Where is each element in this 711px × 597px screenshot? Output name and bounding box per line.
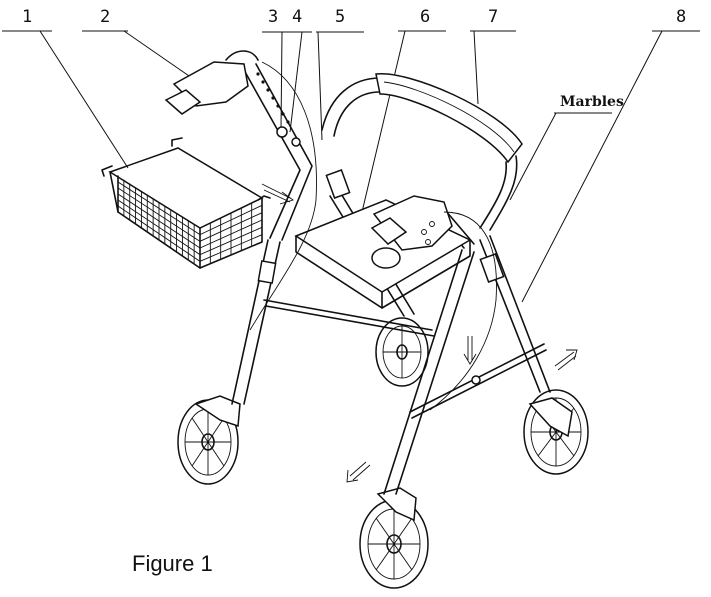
backrest (321, 73, 523, 231)
callout-marbles: Marbles (509, 94, 624, 201)
handle-right (370, 195, 453, 269)
handle-left (164, 50, 259, 115)
callout-5: 5 (316, 7, 364, 141)
arrow-left (346, 461, 371, 483)
callout-8-label: 8 (676, 7, 686, 27)
figure-caption: Figure 1 (132, 551, 213, 576)
callout-2: 2 (82, 7, 193, 79)
basket (101, 137, 271, 269)
callout-1-label: 1 (22, 7, 32, 27)
callout-3: 3 (262, 7, 288, 131)
callout-7-label: 7 (488, 7, 498, 27)
callout-3-label: 3 (268, 7, 278, 27)
callout-8: 8 (521, 7, 700, 303)
callout-1: 1 (2, 7, 129, 169)
callout-marbles-label: Marbles (560, 94, 624, 110)
callout-4-label: 4 (292, 7, 302, 27)
callout-5-label: 5 (335, 7, 345, 27)
arrow-basket (261, 183, 294, 205)
arrow-right (554, 349, 578, 371)
arrow-down (463, 336, 477, 365)
front-wheel-right (359, 487, 429, 589)
front-wheel-left (177, 395, 241, 485)
rear-wheel-left (375, 317, 429, 387)
brake-cables (249, 61, 497, 411)
callout-6-label: 6 (420, 7, 430, 27)
callout-4: 4 (288, 7, 312, 133)
callout-6: 6 (361, 7, 446, 213)
rear-wheel-right (523, 389, 589, 475)
callout-2-label: 2 (100, 7, 110, 27)
callout-7: 7 (470, 7, 516, 105)
